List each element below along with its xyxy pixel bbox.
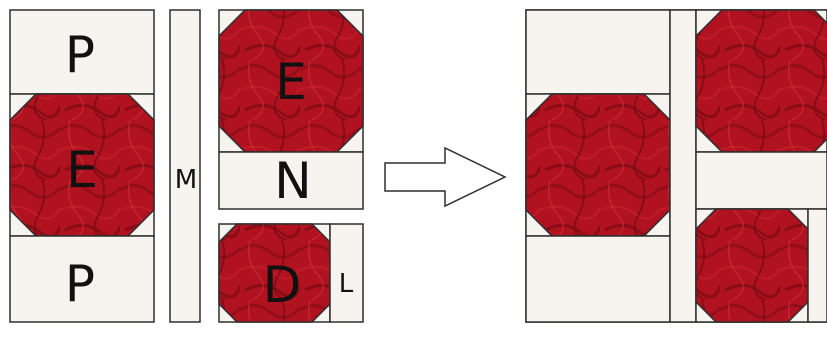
label-bottom-square: P	[65, 259, 95, 309]
assembled-narrow-rect	[696, 152, 827, 209]
assembled-bottom-square	[526, 236, 670, 322]
assembled-sashing-strip	[670, 10, 696, 322]
assembled-top-octagon	[696, 10, 827, 152]
assembled-small-octagon	[696, 209, 808, 322]
assembled-left-octagon	[526, 94, 670, 236]
label-top-square: P	[65, 30, 95, 80]
label-top-octagon: E	[275, 57, 307, 107]
label-narrow-rect: N	[274, 156, 311, 206]
right-arrow-icon	[385, 148, 505, 206]
label-side-strip: L	[339, 271, 354, 297]
label-small-octagon: D	[263, 260, 302, 310]
assembled-side-strip	[808, 209, 827, 322]
label-left-octagon: E	[66, 145, 98, 195]
label-sashing-strip: M	[175, 167, 197, 193]
assembled-top-square	[526, 10, 670, 94]
